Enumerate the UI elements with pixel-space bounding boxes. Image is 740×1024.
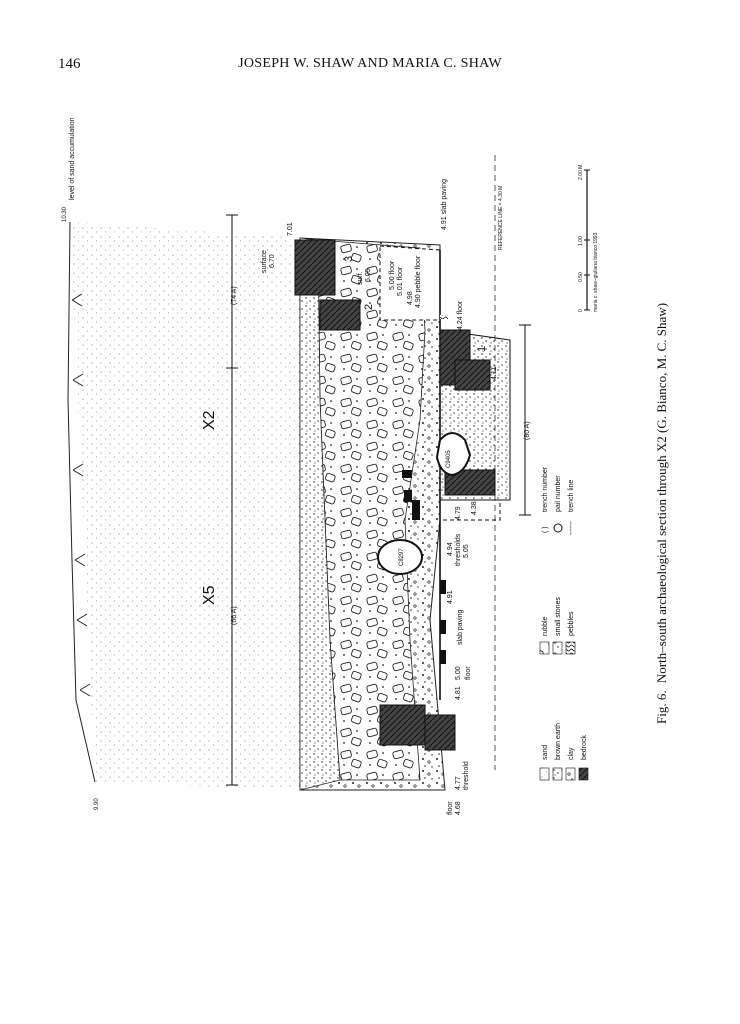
legend-bedrock: bedrock: [581, 735, 588, 760]
note-surf-val: 6.05: [365, 268, 372, 282]
scale-tick-100: 1.00: [578, 236, 584, 246]
note-479: 4.79: [455, 506, 462, 520]
reference-line-label: REFERENCE LINE = 4.30 M: [498, 186, 504, 250]
scale-tick-0: 0: [578, 309, 584, 312]
note-481: 4.81: [455, 686, 462, 700]
dimension-lines: [226, 155, 531, 786]
trench-number-2: 2: [363, 304, 375, 310]
trench-number-3: 3: [343, 256, 355, 262]
legend-pail-number: pail number: [555, 475, 562, 512]
scale-tick-200: 2.00 M.: [578, 163, 584, 180]
sand-bottom-value: 9.90: [94, 798, 100, 810]
note-494: 4.94: [447, 542, 454, 556]
note-surf: surf.: [357, 271, 364, 285]
scale-tick-050: 0.50: [578, 272, 584, 282]
legend-col2: rubble small stones pebbles: [539, 597, 576, 655]
note-surface-val: 6.70: [269, 254, 276, 268]
figure-caption: Fig. 6. North–south archaeological secti…: [654, 303, 669, 724]
note-505: 5.05: [463, 544, 470, 558]
note-floor-b: 5.01 floor: [397, 266, 404, 296]
svg-text:Fig. 6. North–south arch: Fig. 6. North–south archaeological secti…: [654, 303, 669, 724]
note-slab-paving-top: 4.91 slab paving: [441, 179, 448, 230]
legend-clay: clay: [568, 747, 575, 760]
sand-surface-line: [67, 221, 96, 783]
legend-trench-number: trench number: [542, 466, 549, 512]
legend-col1: sand brown earth clay bedrock: [539, 723, 589, 781]
caption-label: Fig. 6.: [654, 690, 669, 724]
scale-credit: maria c. shaw–giuliana bianco 1993: [593, 232, 599, 312]
legend-trench-line-symbol: ------: [568, 520, 575, 535]
note-438: 4.38: [471, 501, 478, 515]
note-surface: surface: [261, 250, 268, 273]
legend-trench-symbol: ( ): [542, 526, 549, 533]
legend-sand: sand: [542, 745, 549, 760]
legend-small-stones: small stones: [555, 597, 562, 636]
note-slab-paving: slab paving: [457, 609, 464, 645]
note-411: 4.11: [491, 367, 498, 380]
note-floor-424: 4.24 floor: [457, 300, 464, 330]
running-head: JOSEPH W. SHAW AND MARIA C. SHAW: [238, 56, 502, 71]
legend-rubble: rubble: [542, 616, 549, 636]
note-pebble-floor: 4.90 pebble floor: [415, 255, 422, 308]
note-surface-top: 7.01: [287, 222, 294, 236]
note-468: 4.68: [455, 801, 462, 815]
note-477: 4.77: [455, 776, 462, 790]
note-floor-bottom: floor: [447, 801, 454, 815]
legend-pebbles: pebbles: [568, 611, 575, 636]
dim-74a: (74 A): [231, 286, 238, 305]
legend-trench-line: trench line: [568, 480, 575, 512]
area-label-x2: X2: [201, 410, 218, 430]
page-number: 146: [58, 56, 81, 72]
note-floor-word: floor: [465, 666, 472, 680]
area-label-x5: X5: [201, 585, 218, 605]
sand-area: [67, 221, 300, 790]
note-threshold: threshold: [463, 761, 470, 790]
sand-top-value: 10.30: [62, 206, 68, 222]
pot-c8297: C8297: [377, 539, 423, 575]
legend-brown-earth: brown earth: [555, 723, 562, 760]
pot-c9405: C9405: [435, 432, 472, 477]
legend: sand brown earth clay bedrock rubble sma…: [539, 466, 589, 781]
note-491: 4.91: [447, 590, 454, 604]
scale-bar: 0 0.50 1.00 2.00 M. maria c. shaw–giulia…: [578, 163, 599, 312]
walls: [294, 239, 496, 751]
note-498: 4.98: [407, 291, 414, 305]
caption-text: North–south archaeological section throu…: [654, 303, 669, 683]
legend-col3: ( ) trench number pail number ------ tre…: [542, 466, 575, 535]
note-500: 5.00: [455, 666, 462, 680]
trench-number-1: 1: [476, 346, 488, 352]
section-layers: [299, 237, 511, 791]
legend-pail-symbol: [553, 523, 563, 533]
dim-80a: (80 A): [524, 421, 531, 440]
dim-66a: (66 A): [231, 606, 238, 625]
note-floor-a: 5.00 floor: [389, 260, 396, 290]
pot-c8297-label: C8297: [399, 548, 405, 566]
pot-c9405-label: C9405: [446, 450, 452, 468]
note-thresholds: thresholds: [455, 533, 462, 566]
sand-top-text: level of sand accumulation: [69, 117, 76, 200]
